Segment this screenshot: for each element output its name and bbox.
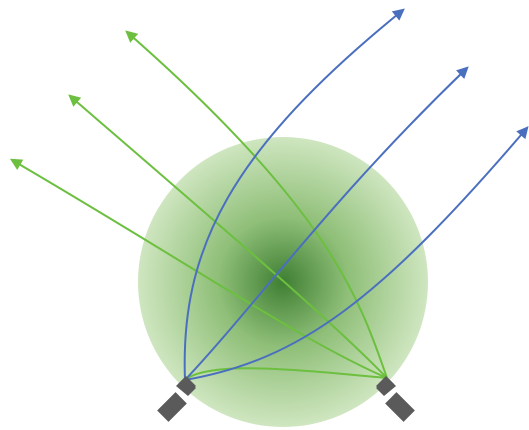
emitter-icon (376, 376, 415, 422)
right-emitter (376, 376, 415, 422)
left-emitter (157, 376, 196, 422)
emitter-icon (157, 376, 196, 422)
